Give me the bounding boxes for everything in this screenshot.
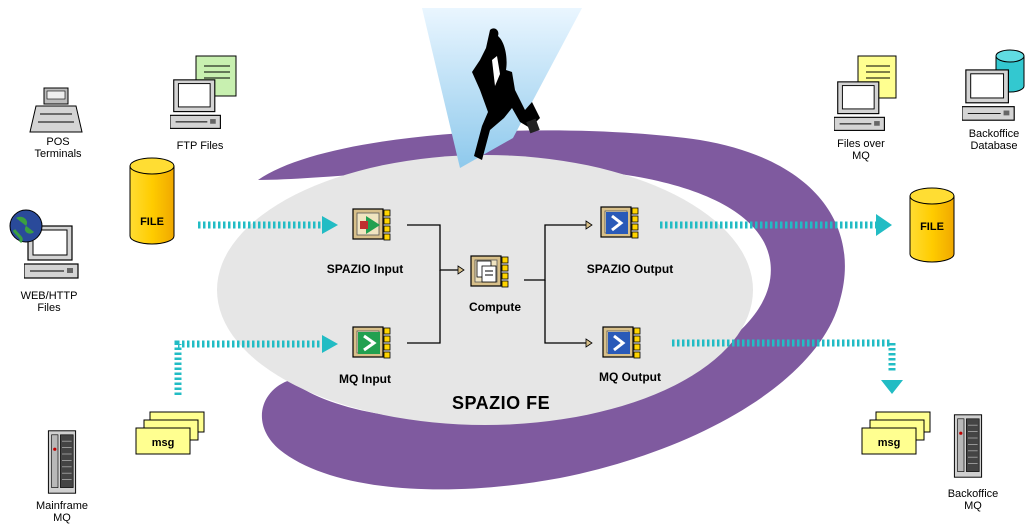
msg-label-source: msg <box>152 437 175 449</box>
mainframe-source-icon <box>47 430 77 494</box>
businessman-icon <box>422 8 582 168</box>
node-spazio-output-icon <box>600 206 639 239</box>
node-mq-output-icon <box>602 326 641 359</box>
backoffice-mq-label: Backoffice MQ <box>947 488 999 512</box>
node-mq-input-icon <box>352 326 391 359</box>
database-icon <box>962 49 1025 121</box>
compute-label: Compute <box>469 300 521 314</box>
node-compute-icon <box>470 255 509 288</box>
spazio-output-label: SPAZIO Output <box>586 262 674 276</box>
files-over-mq-icon <box>834 55 897 131</box>
message-stack-target-icon: msg <box>861 411 931 455</box>
ftp-files-label: FTP Files <box>176 140 224 152</box>
spazio-input-label: SPAZIO Input <box>326 262 404 276</box>
flow-arrows <box>174 221 896 395</box>
file-label-source: FILE <box>140 216 164 228</box>
mainframe-mq-label: Mainframe MQ <box>36 500 88 524</box>
file-cylinder-icon: FILE <box>129 157 175 245</box>
pos-terminals-label: POS Terminals <box>34 136 82 160</box>
files-over-mq-label: Files over MQ <box>837 138 885 162</box>
backoffice-database-label: Backoffice Database <box>968 128 1020 152</box>
flow-connectors <box>407 224 586 344</box>
web-http-files-label: WEB/HTTP Files <box>20 290 78 314</box>
web-computer-icon <box>9 209 79 279</box>
process-ellipse <box>217 155 753 425</box>
spazio-fe-title: SPAZIO FE <box>452 393 551 413</box>
ftp-computer-icon <box>170 55 237 129</box>
mq-output-label: MQ Output <box>599 370 661 384</box>
msg-label-target: msg <box>878 437 901 449</box>
file-label-target: FILE <box>920 221 944 233</box>
pos-terminal-icon <box>29 87 83 133</box>
message-stack-icon: msg <box>135 411 205 455</box>
node-spazio-input-icon <box>352 208 391 241</box>
file-cylinder-target-icon: FILE <box>909 187 955 263</box>
purple-ring <box>258 130 845 490</box>
flow-arrowheads <box>322 214 903 394</box>
mq-input-label: MQ Input <box>339 372 391 386</box>
connector-arrowheads <box>457 220 593 348</box>
mainframe-target-icon <box>953 414 983 478</box>
